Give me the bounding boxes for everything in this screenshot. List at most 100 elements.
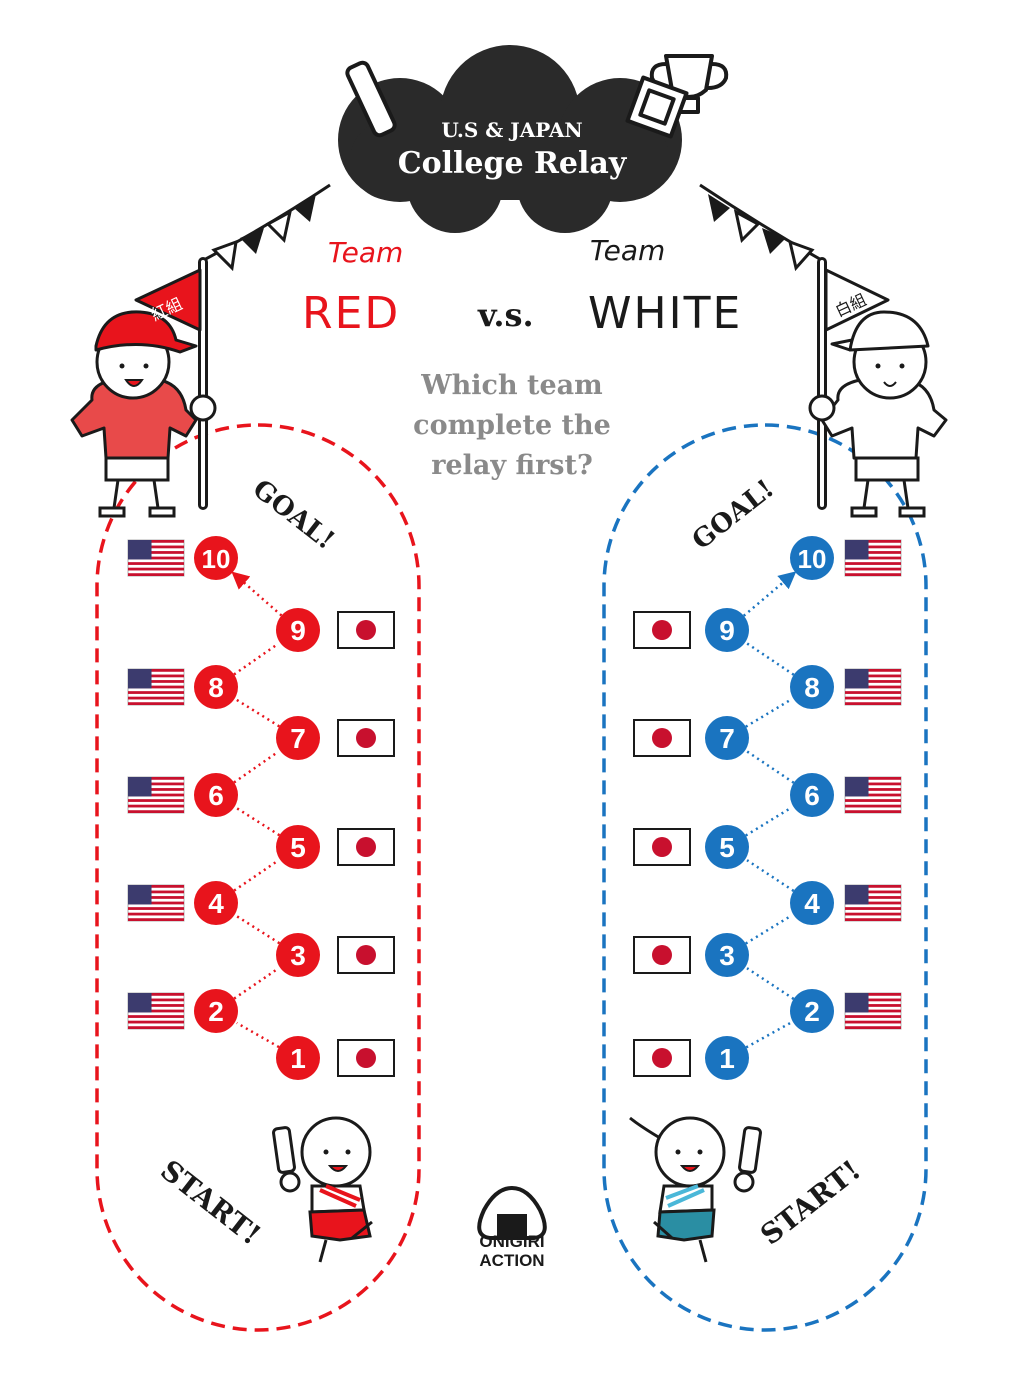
white-leg-10: 10 (790, 536, 834, 580)
white-track (602, 423, 928, 1332)
red-leg-circle (194, 536, 238, 580)
white-leg-number: 1 (719, 1043, 735, 1074)
white-runner-character (629, 1116, 762, 1263)
red-leg-number: 6 (208, 780, 224, 811)
white-team-word: Team (590, 234, 666, 267)
red-leg-7-japan-flag-icon (337, 719, 395, 757)
white-team-character (808, 257, 948, 518)
red-leg-connector (233, 967, 279, 1000)
red-leg-circle (194, 665, 238, 709)
red-leg-number: 1 (290, 1043, 306, 1074)
red-leg-connector (233, 750, 280, 784)
red-runner-character (272, 1116, 373, 1263)
trophy-icon (625, 54, 729, 139)
white-leg-connector (745, 698, 793, 728)
red-team-character (70, 257, 217, 518)
bunting-left (199, 183, 331, 272)
red-leg-1-japan-flag-icon (337, 1039, 395, 1077)
question-text: Which team complete the relay first? (372, 366, 652, 486)
white-leg-8-usa-flag-icon (844, 668, 902, 706)
white-leg-connector (745, 1021, 792, 1049)
white-leg-connector (745, 806, 793, 837)
white-leg-7: 7 (705, 716, 749, 760)
red-leg-circle (194, 989, 238, 1033)
white-leg-2-usa-flag-icon (844, 992, 902, 1030)
white-leg-connector (746, 750, 795, 784)
red-leg-connector (235, 698, 280, 728)
white-leg-connector (745, 914, 793, 945)
white-leg-4-usa-flag-icon (844, 884, 902, 922)
white-leg-connector (742, 571, 797, 617)
red-leg-4: 4 (194, 881, 238, 925)
white-leg-9-japan-flag-icon (633, 611, 691, 649)
red-leg-6-usa-flag-icon (127, 776, 185, 814)
red-leg-8: 8 (194, 665, 238, 709)
red-leg-number: 7 (290, 723, 306, 754)
white-leg-circle (705, 1036, 749, 1080)
white-leg-number: 3 (719, 940, 735, 971)
red-leg-circle (194, 881, 238, 925)
red-leg-number: 4 (208, 888, 224, 919)
red-leg-circle (276, 825, 320, 869)
baton-icon (345, 60, 397, 138)
question-line-2: complete the (413, 410, 611, 441)
white-leg-3-japan-flag-icon (633, 936, 691, 974)
header-line-2: College Relay (397, 146, 627, 181)
brand-line-2: ACTION (479, 1251, 545, 1270)
white-leg-number: 2 (804, 996, 820, 1027)
red-track (95, 423, 421, 1332)
white-leg-number: 10 (798, 544, 827, 574)
white-leg-8: 8 (790, 665, 834, 709)
white-leg-1: 1 (705, 1036, 749, 1080)
red-leg-6: 6 (194, 773, 238, 817)
white-leg-circle (705, 933, 749, 977)
white-leg-number: 5 (719, 832, 735, 863)
header-line-1: U.S & JAPAN (441, 118, 583, 142)
question-line-1: Which team (421, 370, 603, 401)
red-leg-5-japan-flag-icon (337, 828, 395, 866)
white-leg-circle (790, 773, 834, 817)
white-leg-number: 8 (804, 672, 820, 703)
white-leg-6-usa-flag-icon (844, 776, 902, 814)
red-leg-10-usa-flag-icon (127, 539, 185, 577)
red-leg-7: 7 (276, 716, 320, 760)
white-team-name: WHITE (588, 288, 743, 339)
header-cloud (338, 45, 682, 233)
red-leg-5: 5 (276, 825, 320, 869)
white-leg-circle (790, 989, 834, 1033)
white-leg-circle (705, 825, 749, 869)
question-line-3: relay first? (431, 450, 593, 481)
red-leg-circle (276, 1036, 320, 1080)
red-leg-circle (276, 716, 320, 760)
white-leg-circle (705, 608, 749, 652)
red-leg-connector (236, 1021, 280, 1049)
brand-line-1: ONIGIRI (479, 1232, 545, 1251)
onigiri-logo (477, 1186, 547, 1240)
white-leg-connector (746, 642, 795, 676)
red-leg-number: 2 (208, 996, 224, 1027)
red-leg-2-usa-flag-icon (127, 992, 185, 1030)
red-leg-number: 3 (290, 940, 306, 971)
white-leg-circle (790, 881, 834, 925)
red-leg-8-usa-flag-icon (127, 668, 185, 706)
white-leg-circle (705, 716, 749, 760)
red-leg-connector (233, 642, 280, 676)
red-leg-2: 2 (194, 989, 238, 1033)
red-leg-connector (235, 914, 281, 945)
red-leg-number: 8 (208, 672, 224, 703)
white-leg-7-japan-flag-icon (633, 719, 691, 757)
red-leg-connector (235, 806, 281, 837)
white-leg-2: 2 (790, 989, 834, 1033)
red-leg-circle (194, 773, 238, 817)
white-leg-circle (790, 536, 834, 580)
white-leg-number: 7 (719, 723, 735, 754)
red-leg-number: 5 (290, 832, 306, 863)
red-leg-9: 9 (276, 608, 320, 652)
white-leg-6: 6 (790, 773, 834, 817)
white-leg-number: 9 (719, 615, 735, 646)
white-leg-4: 4 (790, 881, 834, 925)
white-leg-3: 3 (705, 933, 749, 977)
white-leg-10-usa-flag-icon (844, 539, 902, 577)
red-leg-10: 10 (194, 536, 238, 580)
white-leg-9: 9 (705, 608, 749, 652)
